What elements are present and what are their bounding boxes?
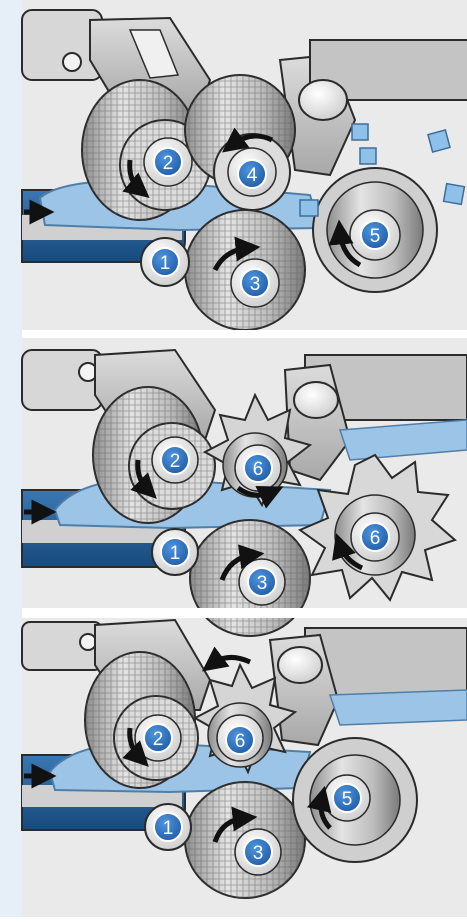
shredded-product [338, 419, 467, 461]
badge-label: 6 [253, 459, 264, 480]
rotation-arrow-3 [219, 544, 265, 581]
rotation-arrow-4 [221, 127, 274, 153]
badge: 3 [243, 837, 273, 867]
badge-label: 6 [370, 528, 381, 549]
shredded-product [328, 689, 467, 726]
housing-boss [293, 381, 339, 419]
badge-label: 3 [257, 573, 268, 594]
badge: 1 [153, 812, 183, 842]
badge-label: 1 [163, 818, 174, 839]
badge: 5 [360, 220, 390, 250]
badge: 6 [243, 453, 273, 483]
rotation-arrow-5 [306, 785, 332, 830]
badge: 2 [143, 723, 173, 753]
badge: 2 [153, 147, 183, 177]
rotation-arrow-2 [122, 159, 150, 199]
rotation-arrow-3 [212, 806, 258, 843]
rotation-arrow-6b [332, 533, 364, 571]
rotation-arrow-3 [212, 236, 261, 272]
side-tint [0, 0, 22, 917]
rotation-arrow-2 [130, 459, 157, 499]
rotation-arrow-6 [201, 646, 252, 672]
shredding-wheel-small [202, 392, 313, 508]
panel-top: 2 4 1 3 5 [21, 9, 467, 331]
badge: 3 [240, 268, 270, 298]
rotation-arrow-5 [328, 219, 362, 268]
frame-bolt [62, 52, 82, 72]
panel-bottom: 2 6 1 3 5 [21, 618, 467, 899]
diced-cubes [299, 123, 466, 217]
badge-label: 2 [163, 153, 174, 174]
rotation-arrow-6 [236, 485, 284, 509]
badge: 4 [237, 159, 267, 189]
frame-bolt [79, 633, 97, 651]
panel-divider [22, 330, 467, 338]
badge: 2 [160, 445, 190, 475]
badge-label: 5 [370, 226, 381, 247]
rotation-arrow-2 [122, 727, 149, 767]
badge: 6 [225, 725, 255, 755]
panel-divider [22, 608, 467, 618]
discharge-chute [309, 39, 467, 101]
badge-label: 3 [250, 274, 261, 295]
lower-feed-roller [184, 781, 306, 899]
bracket-slot [128, 29, 180, 79]
badge-label: 2 [170, 451, 181, 472]
badge-label: 1 [160, 253, 171, 274]
housing-boss [298, 79, 348, 121]
badge-label: 4 [247, 165, 258, 186]
panel-middle: 2 6 1 3 6 [21, 348, 467, 637]
badge-label: 6 [235, 731, 246, 752]
badge-label: 3 [253, 843, 264, 864]
housing-boss [277, 646, 323, 684]
lower-feed-roller [184, 209, 306, 331]
badge-label: 1 [170, 543, 181, 564]
badge-label: 5 [342, 789, 353, 810]
badge: 5 [332, 783, 362, 813]
badge: 1 [150, 247, 180, 277]
badge-label: 2 [153, 729, 164, 750]
badge: 1 [160, 537, 190, 567]
badge: 6 [360, 522, 390, 552]
badge: 3 [247, 567, 277, 597]
